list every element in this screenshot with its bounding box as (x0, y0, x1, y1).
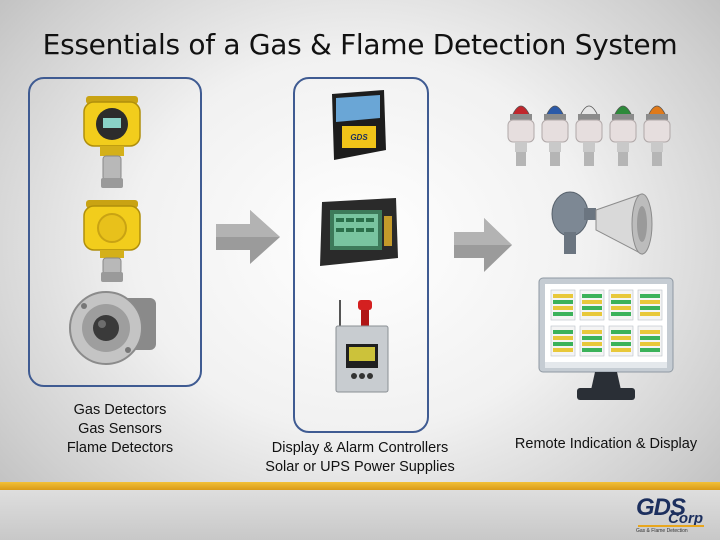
detectors-caption: Gas Detectors Gas Sensors Flame Detector… (40, 401, 200, 458)
strobe-light-icon (507, 105, 671, 166)
status-panel-tile (608, 289, 634, 321)
arrow-right-icon (454, 218, 512, 272)
gas-sensor-icon (83, 200, 141, 282)
horn-speaker-icon (551, 191, 653, 255)
strobe-light-icon (609, 105, 637, 166)
status-panel-tile (579, 325, 605, 357)
logo-main-text: GDS (636, 494, 686, 521)
arrow-right-icon (216, 210, 280, 264)
logo-underline (638, 525, 704, 527)
caption-line: Gas Detectors (73, 402, 167, 418)
status-panel-tile (550, 289, 576, 321)
page-title: Essentials of a Gas & Flame Detection Sy… (42, 28, 678, 61)
caption-line: Solar or UPS Power Supplies (265, 459, 455, 475)
caption-line: Flame Detectors (66, 440, 174, 456)
footer-band (0, 490, 720, 540)
controllers-group-box (293, 77, 429, 433)
gas-detector-display-icon (83, 96, 141, 188)
caption-line: Gas Sensors (78, 421, 162, 437)
detectors-group-box (28, 77, 202, 387)
status-panel-tile (637, 325, 663, 357)
flame-detector-icon (69, 291, 156, 365)
status-panel-tile (579, 289, 605, 321)
strobe-light-icon (643, 105, 671, 166)
status-panel-tile (637, 289, 663, 321)
controller-panel-icon: GDS (332, 90, 386, 160)
status-panel-tile (550, 325, 576, 357)
svg-text:GDS: GDS (350, 133, 368, 142)
controllers-caption: Display & Alarm Controllers Solar or UPS… (250, 439, 470, 477)
monitor-display-icon (538, 277, 674, 400)
solar-power-controller-icon (335, 300, 389, 393)
strobe-light-icon (575, 105, 603, 166)
strobe-light-icon (507, 105, 535, 166)
company-logo: GDS Corp Gas & Flame Detection (632, 494, 712, 536)
caption-line: Display & Alarm Controllers (271, 440, 449, 456)
remote-caption: Remote Indication & Display (496, 435, 716, 454)
status-panel-tile (608, 325, 634, 357)
logo-tagline: Gas & Flame Detection (636, 528, 688, 534)
caption-line: Remote Indication & Display (514, 436, 698, 452)
strobe-light-icon (541, 105, 569, 166)
alarm-controller-icon (320, 198, 398, 266)
logo-sub-text: Corp (668, 510, 703, 527)
footer-accent-bar (0, 482, 720, 490)
